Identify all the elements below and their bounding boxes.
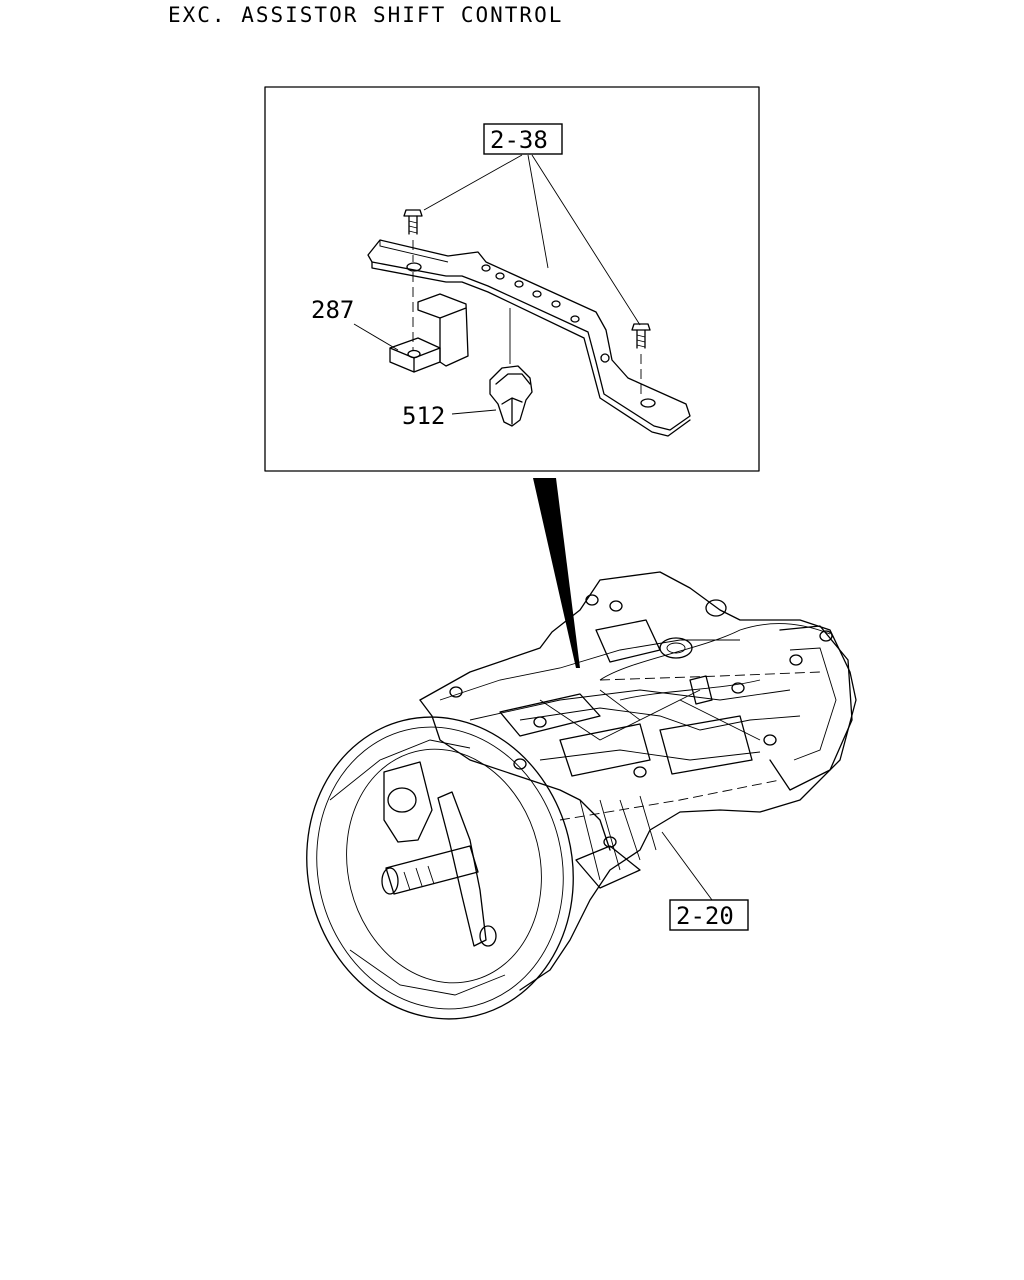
bolt-right xyxy=(631,323,651,398)
callout-box-2-20 xyxy=(669,899,749,931)
clip-part xyxy=(389,293,469,373)
leader-2-38 xyxy=(423,154,641,326)
leader-2-20 xyxy=(661,831,713,901)
transmission-assembly xyxy=(306,571,857,1020)
mounting-bracket xyxy=(367,239,691,437)
leader-287 xyxy=(353,323,399,351)
bolt-left xyxy=(403,209,423,350)
fastener-part xyxy=(489,308,533,427)
diagram-caption: EXC. ASSISTOR SHIFT CONTROL xyxy=(168,3,564,27)
leader-512 xyxy=(451,409,497,415)
detail-frame xyxy=(264,86,760,472)
callout-box-2-38 xyxy=(483,123,563,155)
detail-inset: 2-38 xyxy=(264,86,760,472)
callout-287: 287 xyxy=(311,296,354,324)
callout-2-20: 2-20 xyxy=(676,902,734,930)
callout-512: 512 xyxy=(402,402,445,430)
detail-pointer xyxy=(533,478,580,668)
callout-2-38: 2-38 xyxy=(490,126,548,154)
